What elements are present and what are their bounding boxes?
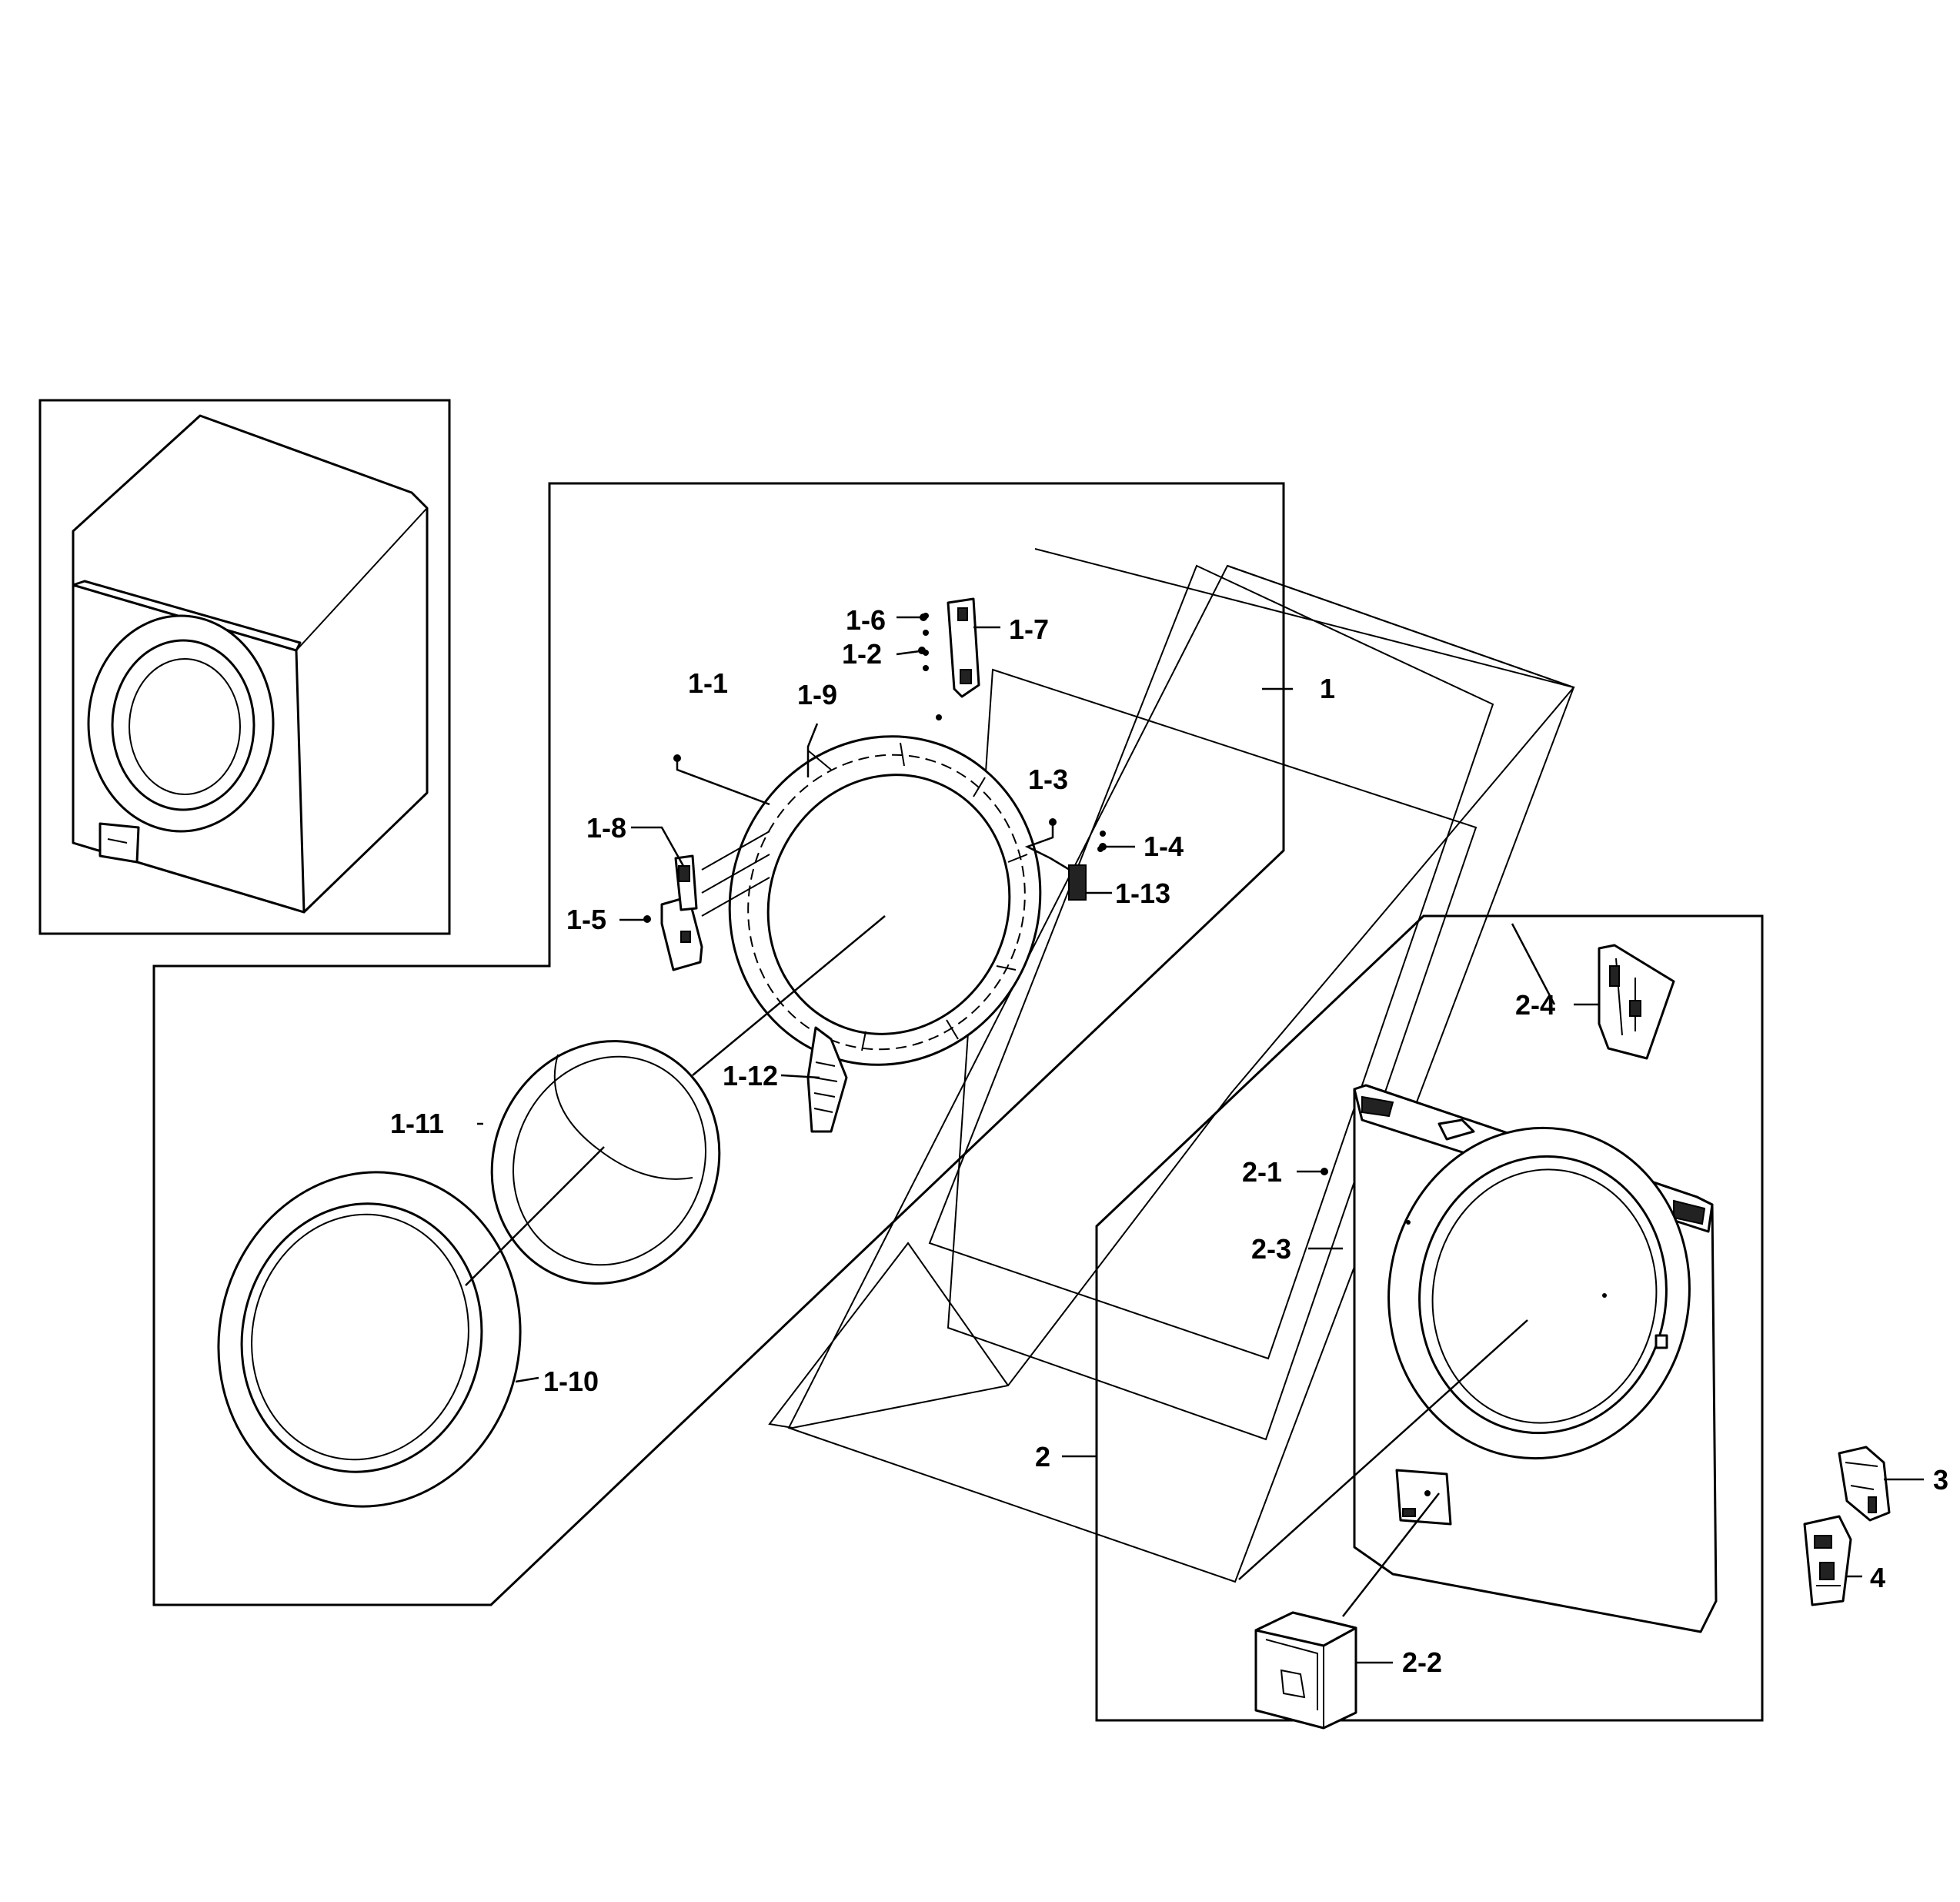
door-hinge-1-8 (660, 831, 770, 971)
callout-1-9: 1-9 (797, 679, 837, 710)
door-assembly-frame (152, 482, 1285, 1606)
door-outer-cover-1-10 (217, 1171, 522, 1508)
callout-2-2: 2-2 (1402, 1646, 1442, 1678)
part-4-clip (1803, 1515, 1852, 1606)
callout-1-3: 1-3 (1028, 764, 1068, 795)
callout-1-5: 1-5 (566, 904, 606, 935)
callout-1-13: 1-13 (1115, 877, 1170, 909)
part-3-clip (1838, 1446, 1891, 1522)
guide-parallelogram-3 (787, 564, 1575, 1583)
callout-1-7: 1-7 (1009, 613, 1049, 645)
door-inner-frame-1-9 (728, 735, 1042, 1066)
callout-1-2: 1-2 (842, 638, 882, 670)
overview-inset-frame (38, 399, 451, 935)
callout-1-12: 1-12 (723, 1060, 778, 1091)
callout-1-4: 1-4 (1144, 831, 1184, 862)
assembly-guide-lines (768, 548, 1575, 1583)
callout-1-8: 1-8 (586, 812, 626, 844)
door-glass-1-11 (490, 1040, 721, 1285)
callout-2-3: 2-3 (1251, 1233, 1291, 1265)
guide-parallelogram-1 (928, 564, 1494, 1360)
callout-1: 1 (1320, 673, 1335, 704)
guide-parallelogram-outer (768, 548, 1575, 1429)
front-panel-frame (1095, 914, 1764, 1722)
hinge-bracket-1-7 (923, 597, 980, 720)
callout-1-11: 1-11 (390, 1108, 444, 1139)
assembled-machine-illustration (72, 414, 429, 914)
front-panel-2 (1353, 1084, 1718, 1633)
callout-2: 2 (1035, 1441, 1050, 1472)
callout-leader-lines (465, 613, 1924, 1664)
overview-inset (38, 399, 451, 935)
callout-1-6: 1-6 (846, 604, 886, 636)
callout-labels: 1 1-1 1-2 1-3 1-4 1-5 1-6 1-7 1-8 1-9 1-… (390, 604, 1948, 1678)
callout-3: 3 (1933, 1464, 1948, 1496)
guide-parallelogram-2 (947, 668, 1478, 1441)
callout-1-1: 1-1 (688, 667, 728, 699)
callout-2-4: 2-4 (1515, 989, 1555, 1021)
panel-bracket-2-4 (1598, 944, 1675, 1060)
callout-2-1: 2-1 (1242, 1156, 1282, 1188)
panel-box-2-2 (1254, 1611, 1357, 1730)
callout-1-10: 1-10 (543, 1365, 599, 1397)
callout-4: 4 (1870, 1562, 1885, 1593)
